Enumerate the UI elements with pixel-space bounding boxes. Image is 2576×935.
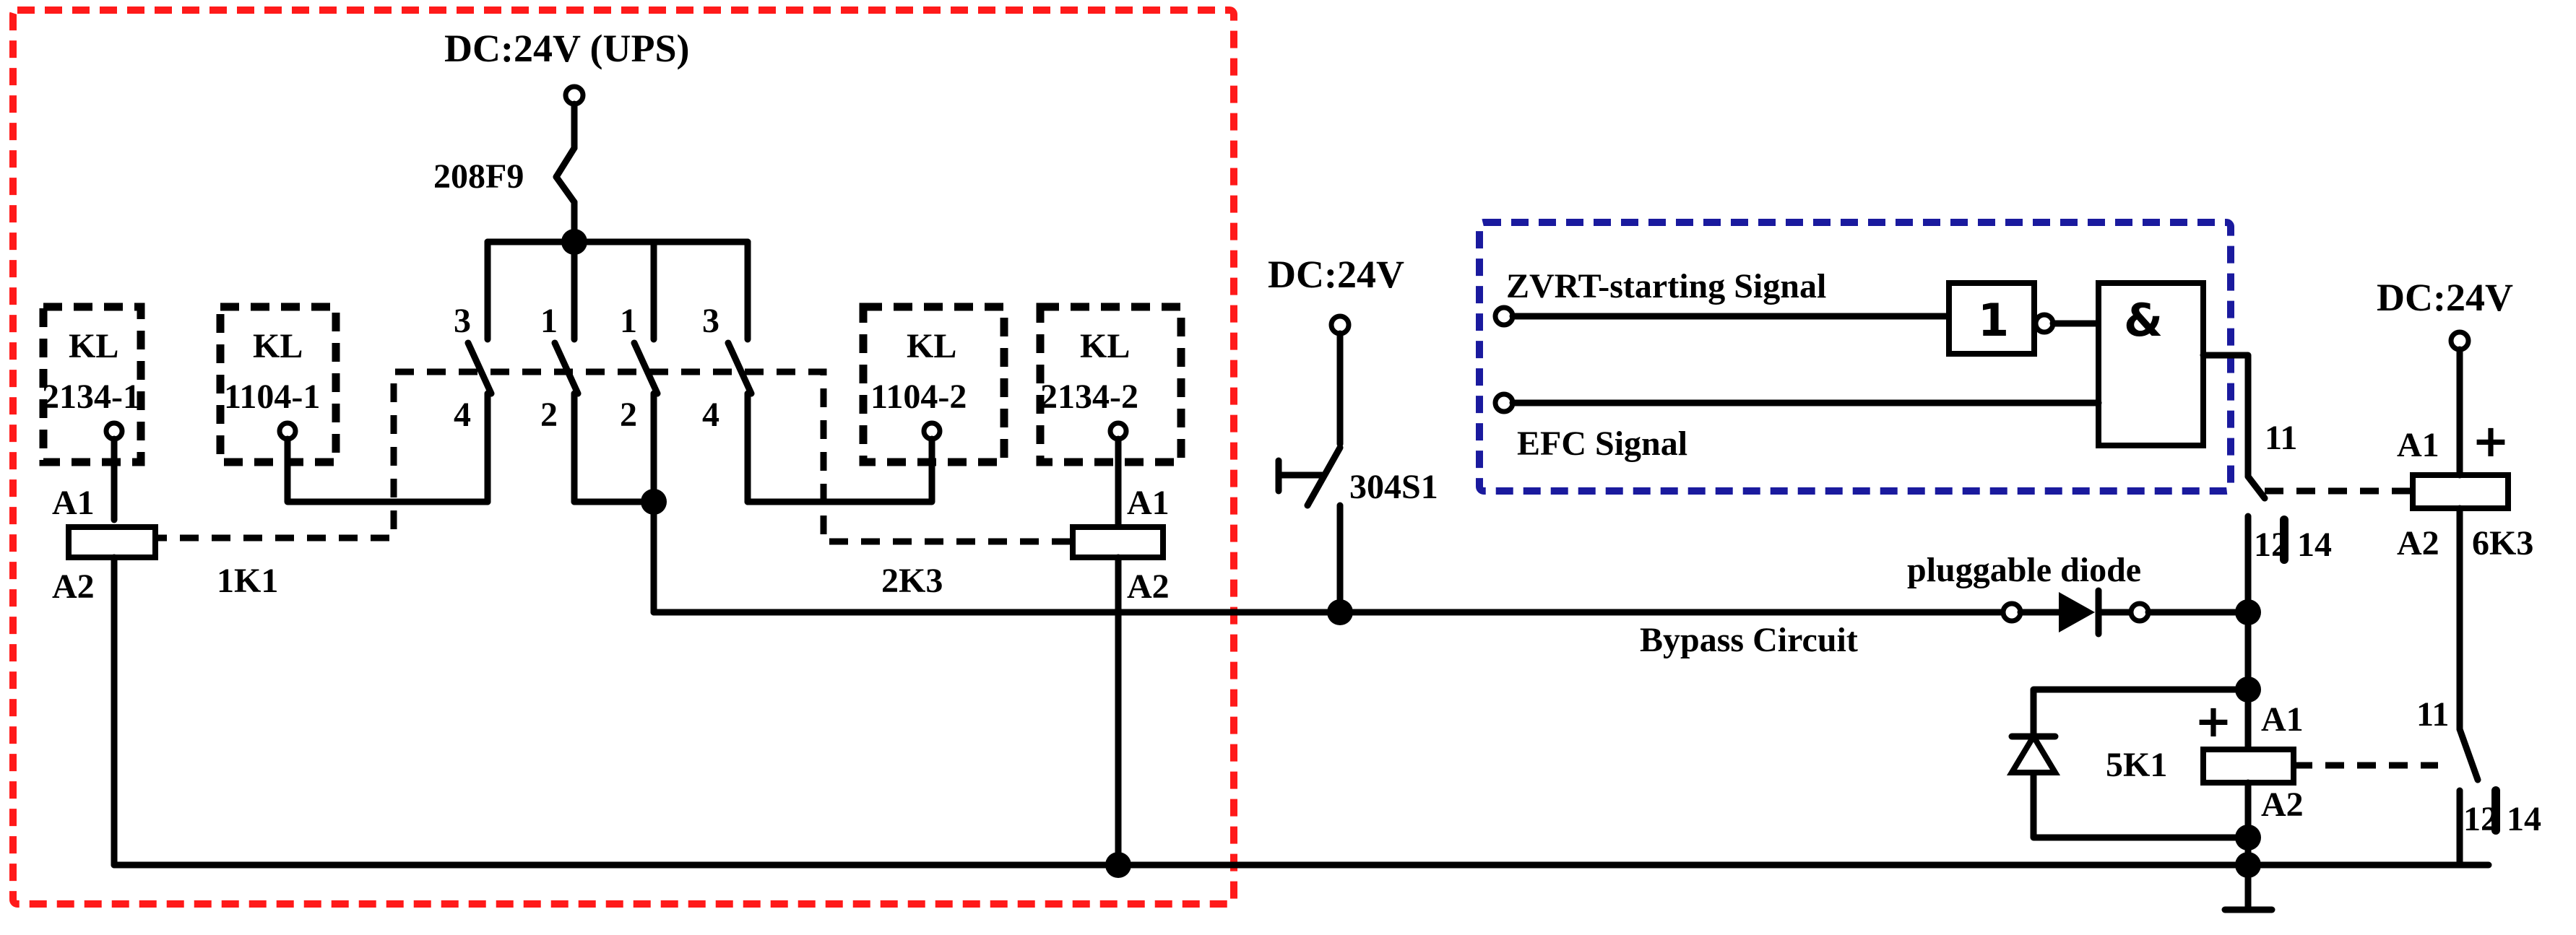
module-2-line2: 1104-1 — [224, 378, 320, 416]
contact-1-top: 3 — [454, 302, 471, 340]
right-supply-label: DC:24V — [2377, 276, 2513, 319]
relay-6k3-plus: + — [2472, 414, 2510, 467]
relay-5k1-a1: A1 — [2261, 700, 2304, 739]
contact-4-bot: 4 — [702, 396, 719, 434]
k5-contact-bot: 12 — [2463, 800, 2498, 838]
module-1-line2: 2134-1 — [42, 378, 140, 416]
contact-2-blade — [551, 339, 582, 397]
not-gate — [1946, 280, 2037, 357]
contact-3-top: 1 — [620, 302, 637, 340]
relay-1k1-a2: A2 — [52, 567, 95, 606]
contact-1-bot: 4 — [454, 396, 471, 434]
contact-3-bot: 2 — [620, 396, 637, 434]
bypass-label: Bypass Circuit — [1640, 621, 1858, 659]
contact-group — [464, 238, 755, 616]
module-3-line2: 1104-2 — [870, 378, 967, 416]
k6-contact-bot2: 14 — [2297, 526, 2332, 564]
contact-4-top: 3 — [702, 302, 719, 340]
k5-contact-bot2: 14 — [2507, 800, 2541, 838]
left-supply-label: DC:24V — [1268, 253, 1404, 296]
red-highlight-box — [9, 6, 1237, 908]
relay-1k1-name: 1K1 — [217, 562, 278, 600]
switch-label: 304S1 — [1349, 468, 1438, 506]
ups-supply — [553, 84, 586, 245]
contact-2-bot: 2 — [540, 396, 558, 434]
relay-5k1-name: 5K1 — [2106, 746, 2167, 784]
relay-6k3-name: 6K3 — [2472, 524, 2533, 562]
relay-2k3-a1: A1 — [1127, 484, 1170, 522]
k1-linkage — [148, 368, 1073, 545]
signal-2-label: EFC Signal — [1517, 425, 1687, 463]
contact-4-blade — [725, 339, 755, 397]
pluggable-diode — [2000, 587, 2252, 638]
kl-module-2134-1 — [39, 303, 145, 466]
kl-module-2134-2 — [1036, 303, 1185, 466]
relay-6k3-coil — [2410, 472, 2511, 511]
and-gate — [2096, 280, 2206, 448]
contact-3-blade — [631, 339, 661, 397]
ups-supply-label: DC:24V (UPS) — [444, 27, 689, 70]
k6-contact-bot: 12 — [2254, 526, 2288, 564]
module-4-line2: 2134-2 — [1040, 378, 1138, 416]
diode-label: pluggable diode — [1907, 551, 2141, 589]
relay-6k3-a2: A2 — [2397, 524, 2439, 562]
signal-1-label: ZVRT-starting Signal — [1506, 267, 1826, 305]
relay-2k3-name: 2K3 — [881, 562, 943, 600]
relay-5k1-contact — [2456, 726, 2500, 869]
relay-5k1-a2: A2 — [2261, 786, 2304, 824]
not-gate-label: 1 — [1978, 294, 2009, 347]
fuse-208f9-blade — [553, 144, 578, 181]
module-1-line1: KL — [69, 327, 118, 365]
relay-5k1-coil — [2200, 747, 2296, 786]
freewheel-diode — [2006, 686, 2252, 841]
contact-1-blade — [464, 339, 495, 397]
relay-6k3-a1: A1 — [2397, 426, 2439, 464]
relay-5k1-plus: + — [2195, 695, 2232, 747]
relay-2k3-a2: A2 — [1127, 567, 1170, 606]
switch-304s1 — [1275, 313, 1352, 616]
relay-1k1-coil — [66, 524, 158, 560]
relay-2k3-coil — [1070, 524, 1166, 560]
contact-2-top: 1 — [540, 302, 558, 340]
module-2-line1: KL — [253, 327, 303, 365]
module-4-line1: KL — [1080, 327, 1130, 365]
logic-circuit — [1492, 280, 2252, 480]
and-gate-label: & — [2124, 294, 2163, 347]
k6-contact-top: 11 — [2265, 419, 2297, 457]
kl-module-1104-1 — [216, 303, 340, 466]
kl-module-1104-2 — [859, 303, 1008, 466]
relay-6k3-contact — [2244, 473, 2268, 616]
k5-contact-top: 11 — [2416, 695, 2449, 734]
module-3-line1: KL — [907, 327, 956, 365]
fuse-label: 208F9 — [433, 157, 524, 196]
relay-1k1-a1: A1 — [52, 484, 95, 522]
